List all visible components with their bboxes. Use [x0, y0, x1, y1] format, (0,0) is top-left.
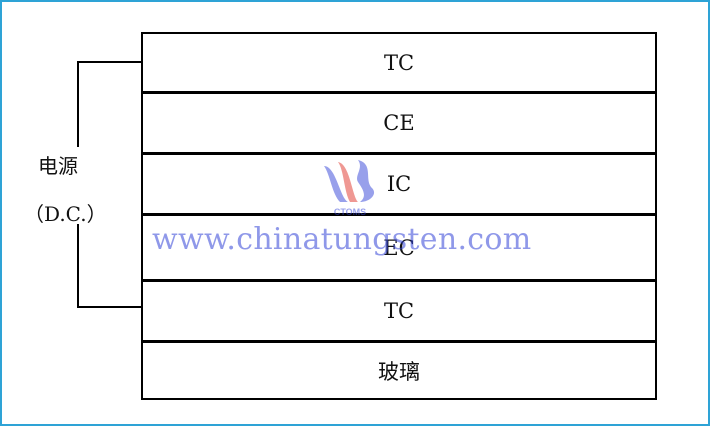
- layer-ic: IC: [143, 155, 655, 213]
- layer-separator: [143, 152, 655, 155]
- layer-glass-label: 玻璃: [378, 359, 420, 384]
- layer-tc-bottom-label: TC: [383, 299, 415, 323]
- layer-separator: [143, 340, 655, 343]
- layer-tc-top: TC: [143, 34, 655, 91]
- watermark-logo: CTOMS: [324, 160, 375, 217]
- layer-separator: [143, 91, 655, 94]
- wire-bottom-horizontal: [77, 306, 143, 308]
- layer-ec-label: EC: [383, 235, 415, 260]
- layer-tc-bottom: TC: [143, 282, 655, 340]
- power-source-dc-label: （D.C.）: [24, 202, 107, 226]
- wire-bottom-vertical: [77, 224, 79, 308]
- layer-ic-label: IC: [386, 172, 412, 196]
- layer-ec: EC: [143, 216, 655, 279]
- layer-ce: CE: [143, 94, 655, 152]
- layer-separator: [143, 213, 655, 216]
- layer-tc-top-label: TC: [383, 50, 415, 75]
- wire-top-horizontal: [77, 61, 143, 63]
- layer-glass: 玻璃: [143, 343, 655, 398]
- watermark-logo-text: CTOMS: [334, 207, 366, 217]
- power-source-label: 电源: [38, 154, 78, 178]
- layer-ce-label: CE: [383, 111, 415, 135]
- layer-stack: TC CE IC EC TC 玻璃: [141, 32, 657, 400]
- wire-top-vertical: [77, 61, 79, 147]
- watermark-url: www.chinatungsten.com: [152, 222, 532, 257]
- layer-separator: [143, 279, 655, 282]
